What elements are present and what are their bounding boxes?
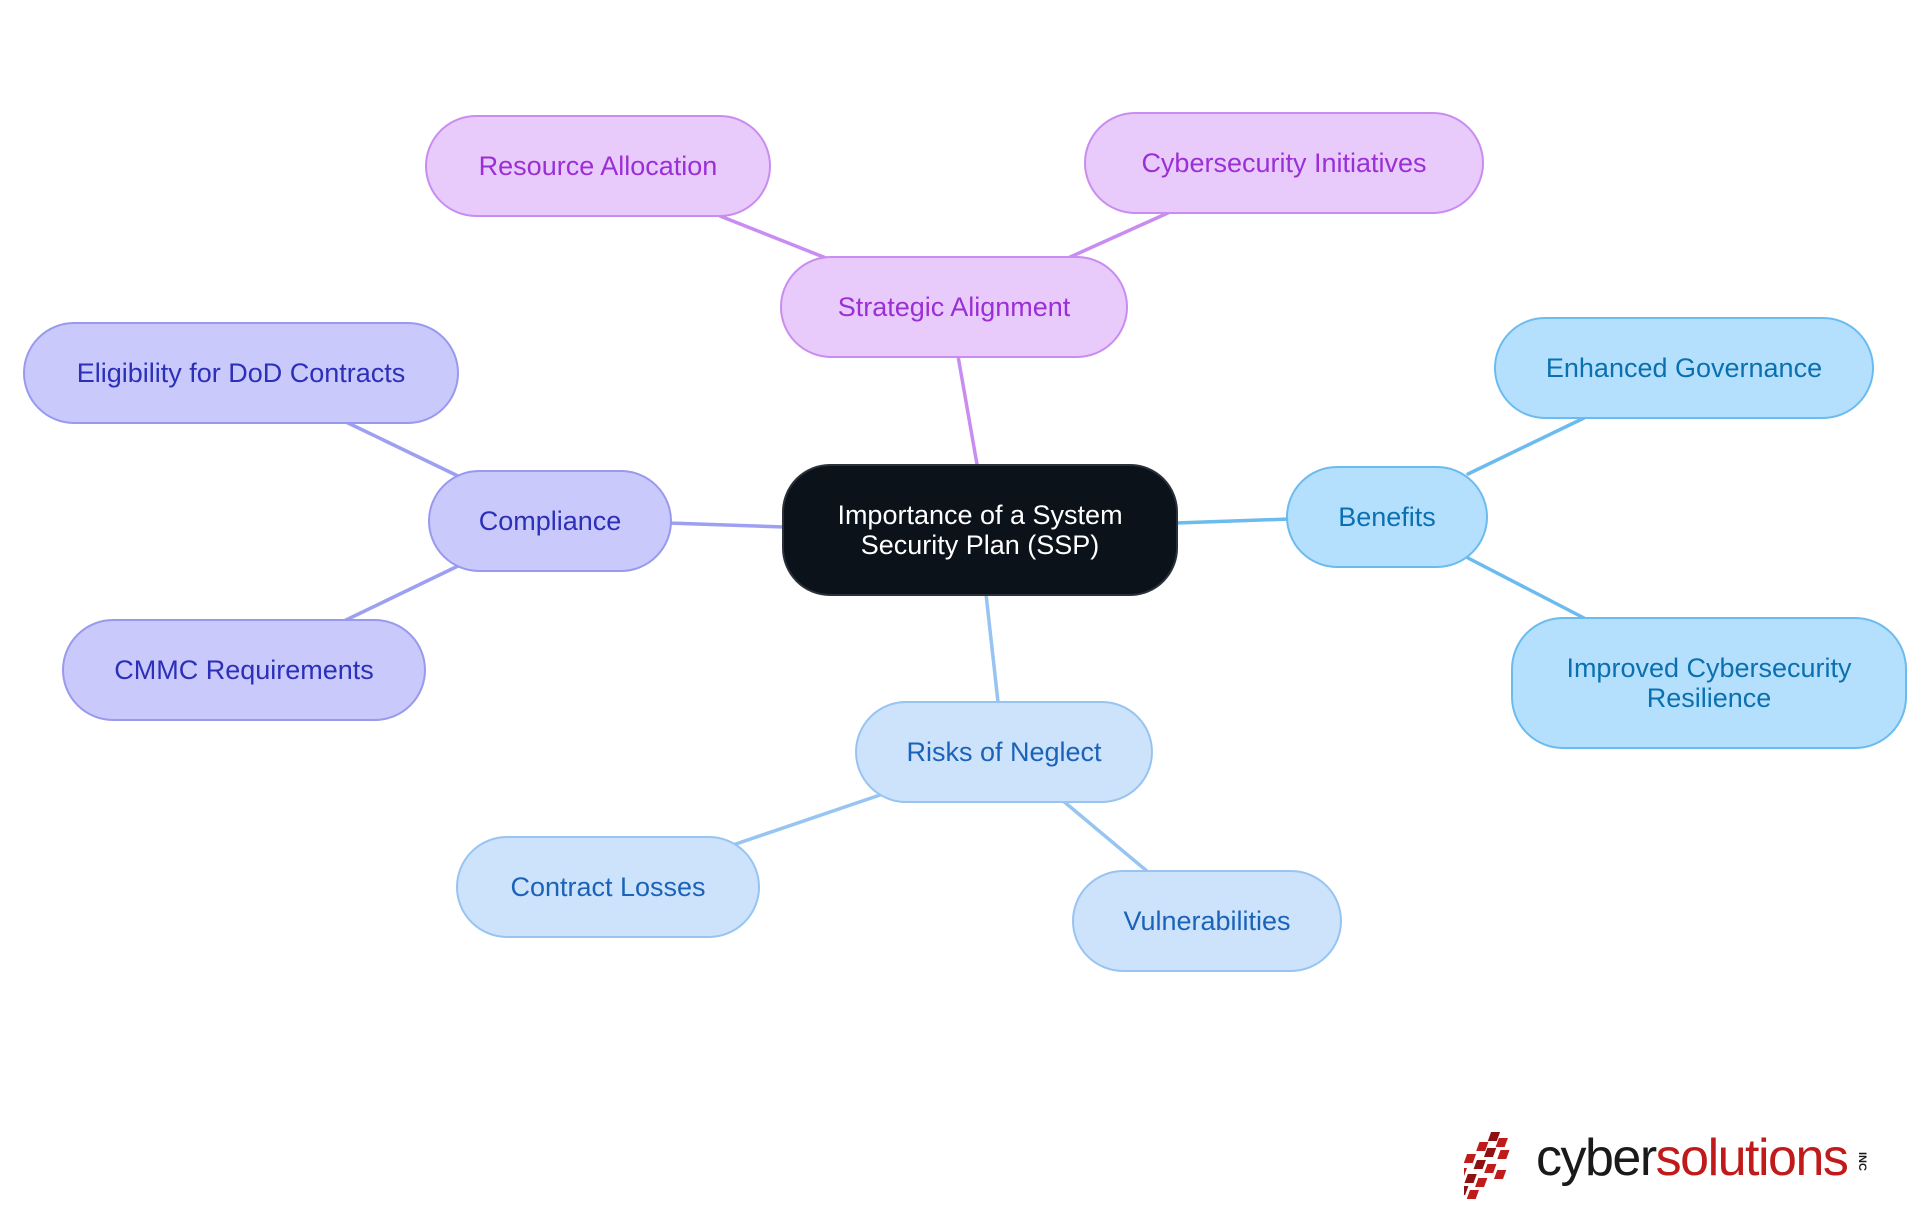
logo-mark-icon	[1454, 1132, 1510, 1199]
leaf-node-contract-losses[interactable]: Contract Losses	[456, 836, 760, 938]
leaf-node-vulnerabilities[interactable]: Vulnerabilities	[1072, 870, 1342, 972]
leaf-label: Enhanced Governance	[1545, 353, 1823, 383]
leaf-node-improved-cybersecurity-resilience[interactable]: Improved Cybersecurity Resilience	[1511, 617, 1907, 749]
connector-benefits-resilience	[1466, 556, 1586, 620]
leaf-node-enhanced-governance[interactable]: Enhanced Governance	[1494, 317, 1874, 419]
logo-square	[1456, 1186, 1469, 1195]
logo-square	[1495, 1138, 1508, 1147]
logo-square	[1475, 1178, 1488, 1187]
logo-square	[1463, 1154, 1477, 1163]
leaf-node-cmmc-requirements[interactable]: CMMC Requirements	[62, 619, 426, 721]
logo-square	[1487, 1132, 1501, 1141]
branch-node-risks-of-neglect[interactable]: Risks of Neglect	[855, 701, 1153, 803]
branch-node-compliance[interactable]: Compliance	[428, 470, 672, 572]
connector-root-risks	[984, 592, 1000, 704]
connector-risks-losses	[728, 793, 882, 848]
connector-strategic-resource	[718, 214, 828, 260]
connector-strategic-initiatives	[1066, 210, 1172, 260]
leaf-node-eligibility-dod-contracts[interactable]: Eligibility for DoD Contracts	[23, 322, 459, 424]
logo-text-prefix: cyber	[1536, 1129, 1657, 1187]
logo-square	[1454, 1168, 1467, 1177]
leaf-node-cybersecurity-initiatives[interactable]: Cybersecurity Initiatives	[1084, 112, 1484, 214]
logo-square	[1493, 1170, 1507, 1179]
logo-wordmark: cybersolutions	[1536, 1128, 1849, 1188]
leaf-label-line2: Resilience	[1646, 683, 1772, 713]
branch-label: Strategic Alignment	[837, 292, 1071, 322]
logo-inc: INC	[1856, 1152, 1868, 1171]
branch-label: Risks of Neglect	[906, 737, 1102, 767]
branch-label: Compliance	[478, 506, 622, 536]
leaf-label: Vulnerabilities	[1123, 906, 1291, 936]
connector-root-compliance	[666, 521, 786, 529]
leaf-label: Contract Losses	[510, 872, 706, 902]
branch-node-benefits[interactable]: Benefits	[1286, 466, 1488, 568]
connector-root-strategic	[956, 354, 980, 472]
logo-square	[1484, 1164, 1497, 1173]
leaf-node-resource-allocation[interactable]: Resource Allocation	[425, 115, 771, 217]
connector-compliance-dod	[344, 420, 460, 478]
logo-square	[1464, 1174, 1477, 1183]
connector-root-benefits	[1174, 517, 1292, 525]
leaf-label: Eligibility for DoD Contracts	[76, 358, 406, 388]
logo-square	[1466, 1190, 1479, 1199]
logo-square	[1483, 1148, 1497, 1157]
root-label-line2: Security Plan (SSP)	[860, 530, 1100, 560]
branch-label: Benefits	[1338, 502, 1436, 532]
connector-risks-vulnerabilities	[1060, 798, 1150, 874]
logo-square	[1497, 1150, 1510, 1159]
logo-square	[1473, 1160, 1486, 1169]
root-node[interactable]: Importance of a System Security Plan (SS…	[782, 464, 1178, 596]
logo-text-suffix: solutions	[1655, 1129, 1849, 1187]
logo-square	[1476, 1142, 1489, 1151]
connector-benefits-governance	[1466, 416, 1586, 476]
root-label-line1: Importance of a System	[837, 500, 1123, 530]
leaf-label-line1: Improved Cybersecurity	[1566, 653, 1852, 683]
cybersolutions-logo: cybersolutions INC	[1454, 1124, 1884, 1204]
connector-compliance-cmmc	[344, 564, 460, 622]
leaf-label: Resource Allocation	[478, 151, 718, 181]
leaf-label: Cybersecurity Initiatives	[1141, 148, 1427, 178]
branch-node-strategic-alignment[interactable]: Strategic Alignment	[780, 256, 1128, 358]
leaf-label: CMMC Requirements	[114, 655, 374, 685]
